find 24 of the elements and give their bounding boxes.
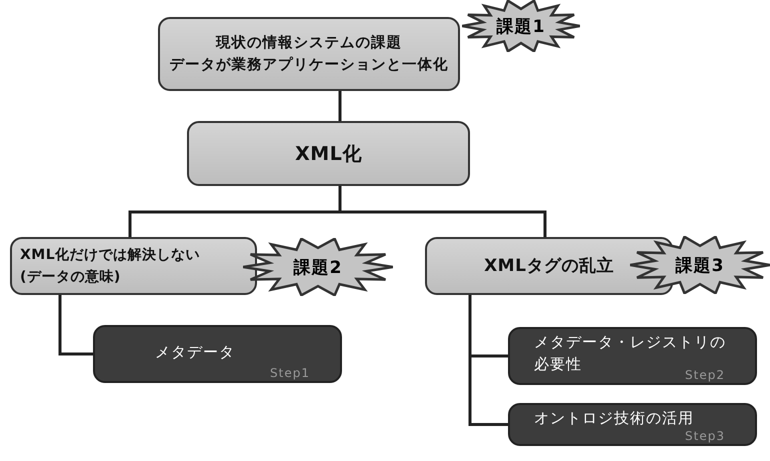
issue-label: 課題1 [496, 16, 546, 38]
box-text: データが業務アプリケーションと一体化 [168, 56, 450, 75]
box-text: 現状の情報システムの課題 [214, 34, 403, 53]
connector-line [338, 91, 342, 121]
step-title: メタデータ [155, 342, 236, 363]
burst-label [630, 236, 770, 294]
process-box [10, 237, 257, 295]
step-number: Step1 [270, 366, 310, 380]
step-box [508, 403, 757, 446]
box-text: XMLタグの乱立 [483, 255, 615, 277]
box-text: XML化 [294, 142, 363, 164]
issue-label: 課題2 [294, 256, 342, 278]
process-box [425, 237, 673, 295]
step-box [93, 325, 342, 383]
connector-line [58, 295, 93, 356]
process-box [158, 17, 460, 91]
step-number: Step3 [685, 429, 725, 443]
step-title: オントロジ技術の活用 [534, 408, 695, 429]
process-box [187, 121, 470, 186]
issue-label: 課題3 [676, 254, 724, 276]
burst-label [243, 238, 393, 296]
burst-label [462, 0, 580, 52]
box-text: XML化だけでは解決しない(データの意味) [19, 246, 202, 287]
step-box [508, 327, 757, 385]
